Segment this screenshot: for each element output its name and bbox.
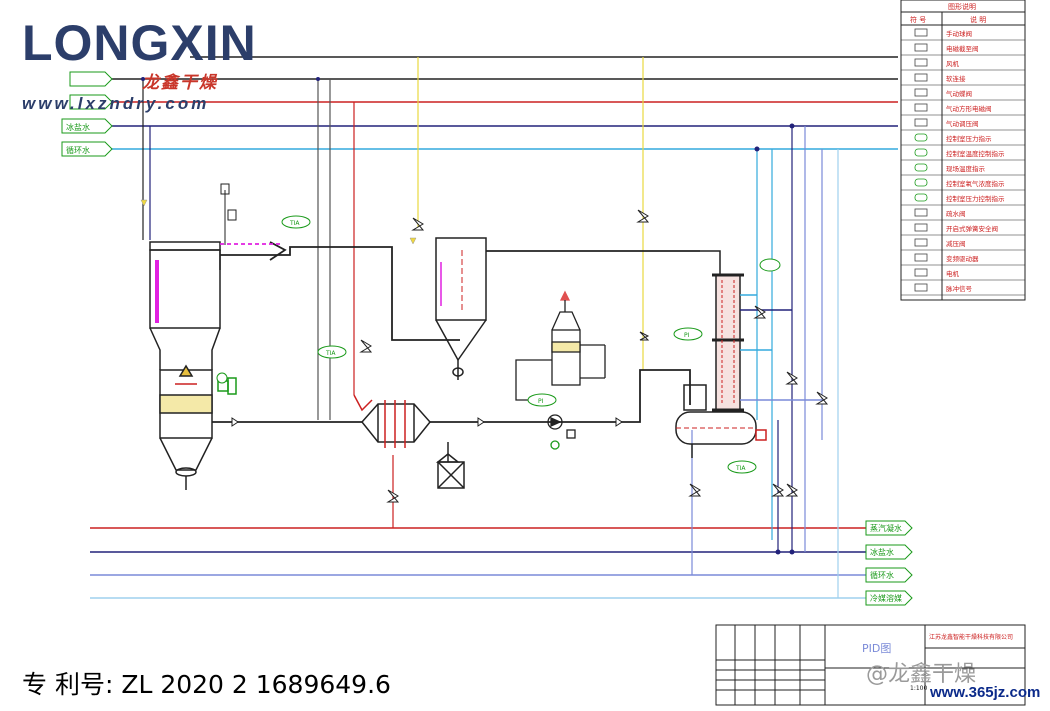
scrubber	[515, 290, 606, 401]
brand-name: LONGXIN	[22, 15, 257, 71]
legend-item-label: 减压阀	[946, 239, 966, 248]
legend-item-label: 控制室温度控制指示	[946, 149, 1005, 158]
legend-symbol-icon	[914, 283, 928, 292]
legend-item-label: 现场温度指示	[946, 164, 986, 173]
legend-item-label: 电机	[946, 269, 960, 278]
bottom-pipes	[90, 527, 866, 599]
title-scale: 1:100	[910, 685, 927, 692]
legend-table: 图形说明 符 号 说 明 手动球阀电磁截至阀风机软连接气动蝶阀气动方形电磁阀气动…	[900, 0, 1026, 301]
legend-symbol-icon	[914, 193, 928, 202]
legend-item-label: 控制室压力控制指示	[946, 194, 1005, 203]
top-pipes	[75, 56, 898, 150]
legend-col-desc: 说 明	[970, 15, 986, 24]
legend-symbol-icon	[914, 118, 928, 127]
legend-symbol-icon	[914, 178, 928, 187]
legend-symbol-icon	[914, 148, 928, 157]
pipe-label-steam-right: 蒸汽凝水	[870, 523, 902, 533]
condenser	[712, 273, 822, 412]
legend-symbol-icon	[914, 253, 928, 262]
legend-item-label: 控制室压力指示	[946, 134, 992, 143]
legend-symbol-icon	[914, 88, 928, 97]
collector-box	[435, 442, 465, 489]
legend-symbol-icon	[914, 103, 928, 112]
fan	[547, 414, 576, 450]
legend-symbol-icon	[914, 73, 928, 82]
legend-item-label: 脉冲信号	[946, 284, 973, 293]
tag-c: PI	[538, 398, 544, 405]
instrument-bubbles: TIA TIA PI PI TIA	[140, 199, 781, 474]
receiver-tank	[675, 384, 767, 458]
pipe-label-ice-right: 冰盐水	[870, 547, 894, 557]
right-pipe-labels: 蒸汽凝水 冰盐水 循环水 冷媒溶媒	[865, 520, 913, 606]
watermark-site: www.365jz.com	[930, 684, 1041, 701]
tag-d: PI	[684, 332, 690, 339]
legend-item-label: 气动蝶阀	[946, 89, 972, 98]
brand-url: www.lxzndry.com	[22, 94, 210, 113]
legend-symbol-icon	[914, 43, 928, 52]
legend-item-label: 控制室氧气浓度指示	[946, 179, 1005, 188]
legend-item-label: 疏水阀	[946, 209, 966, 218]
title-drawing-name: PID图	[862, 642, 891, 655]
legend-item-label: 手动球阀	[946, 29, 972, 38]
junction-dots	[141, 77, 795, 555]
legend-title: 图形说明	[948, 2, 976, 11]
legend-item-label: 气动调压阀	[946, 119, 979, 128]
valves	[231, 209, 829, 503]
legend-symbol-icon	[914, 208, 928, 217]
legend-symbol-icon	[914, 268, 928, 277]
brand-logo: LONGXIN 龙鑫干燥 www.lxzndry.com	[22, 14, 272, 124]
patent-number: 专 利号: ZL 2020 2 1689649.6	[22, 670, 391, 699]
legend-symbol-icon	[914, 28, 928, 37]
spray-dryer	[149, 241, 237, 490]
left-pipe-labels: 冰盐水 循环水	[61, 71, 113, 157]
cyclone	[435, 237, 721, 380]
brand-name-cn: 龙鑫干燥	[142, 73, 218, 93]
legend-item-label: 风机	[946, 59, 960, 68]
legend-item-label: 电磁截至阀	[946, 44, 979, 53]
tag-b: TIA	[325, 350, 336, 357]
legend-symbol-icon	[914, 223, 928, 232]
pipe-label-refrigerant-right: 冷媒溶媒	[870, 593, 902, 603]
legend-symbol-icon	[914, 238, 928, 247]
heat-exchanger	[212, 369, 691, 448]
pipe-label-ice-left: 冰盐水	[66, 122, 90, 132]
tag-a: TIA	[289, 220, 300, 227]
legend-col-symbol: 符 号	[910, 15, 926, 24]
watermark-handle: @龙鑫干燥	[866, 662, 977, 687]
legend-item-label: 气动方形电磁阀	[946, 104, 992, 113]
exhaust-duct	[220, 183, 460, 341]
legend-rows: 手动球阀电磁截至阀风机软连接气动蝶阀气动方形电磁阀气动调压阀控制室压力指示控制室…	[901, 28, 1025, 296]
title-company: 江苏龙鑫智能干燥科技有限公司	[929, 633, 1013, 641]
legend-item-label: 开启式弹簧安全阀	[946, 224, 998, 233]
legend-item-label: 变频驱动器	[946, 254, 979, 263]
legend-symbol-icon	[914, 58, 928, 67]
legend-item-label: 软连接	[946, 74, 966, 83]
pipe-label-circ-right: 循环水	[870, 570, 894, 580]
legend-symbol-icon	[914, 133, 928, 142]
title-block: PID图 江苏龙鑫智能干燥科技有限公司 1:100	[715, 624, 1026, 706]
pipe-label-circ-left: 循环水	[66, 145, 90, 155]
legend-symbol-icon	[914, 163, 928, 172]
tag-e: TIA	[735, 465, 746, 472]
